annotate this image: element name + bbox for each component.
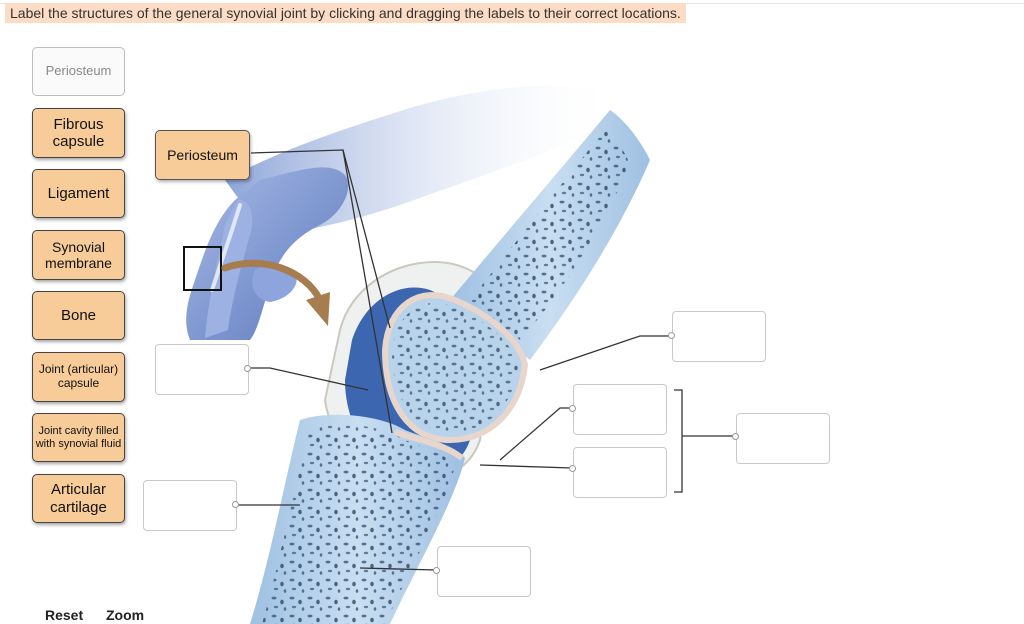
- drop-target-connector-dot: [668, 332, 675, 339]
- drop-target-right-top[interactable]: [672, 311, 766, 362]
- bank-label-bone[interactable]: Bone: [32, 291, 125, 340]
- bank-label-synovial-membrane[interactable]: Synovial membrane: [32, 230, 125, 280]
- drop-target-right-bracket[interactable]: [736, 413, 830, 464]
- instruction-text: Label the structures of the general syno…: [5, 3, 686, 23]
- arrow-curve: [221, 259, 324, 304]
- drop-target-left-lower[interactable]: [143, 480, 237, 531]
- thumb-shape: [252, 265, 297, 302]
- bank-label-joint-cavity[interactable]: Joint cavity filled with synovial fluid: [32, 413, 125, 462]
- bank-label-articular-cartilage[interactable]: Articular cartilage: [32, 474, 125, 523]
- reset-button[interactable]: Reset: [45, 607, 84, 623]
- bank-label-periosteum[interactable]: Periosteum: [32, 47, 125, 96]
- drop-target-connector-dot: [244, 365, 251, 372]
- drop-target-connector-dot: [232, 501, 239, 508]
- zoom-button[interactable]: Zoom: [106, 607, 145, 623]
- zoom-square: [183, 246, 222, 291]
- drop-target-right-middle-lower[interactable]: [573, 447, 667, 498]
- drop-target-left-upper[interactable]: [155, 344, 249, 395]
- drop-target-connector-dot: [433, 567, 440, 574]
- leader-lines: [237, 149, 736, 571]
- drop-target-connector-dot: [732, 433, 739, 440]
- drop-target-right-middle-upper[interactable]: [573, 384, 667, 435]
- articular-cartilage-shape: [394, 429, 464, 461]
- bank-label-ligament[interactable]: Ligament: [32, 169, 125, 218]
- drop-target-bottom[interactable]: [437, 546, 531, 597]
- placed-label-periosteum[interactable]: Periosteum: [155, 130, 250, 180]
- arrow-head: [306, 292, 330, 326]
- bank-label-joint-capsule[interactable]: Joint (articular) capsule: [32, 352, 125, 402]
- bank-label-fibrous-capsule[interactable]: Fibrous capsule: [32, 108, 125, 158]
- drop-target-connector-dot: [569, 405, 576, 412]
- drop-target-connector-dot: [569, 465, 576, 472]
- finger-bones: [210, 203, 242, 292]
